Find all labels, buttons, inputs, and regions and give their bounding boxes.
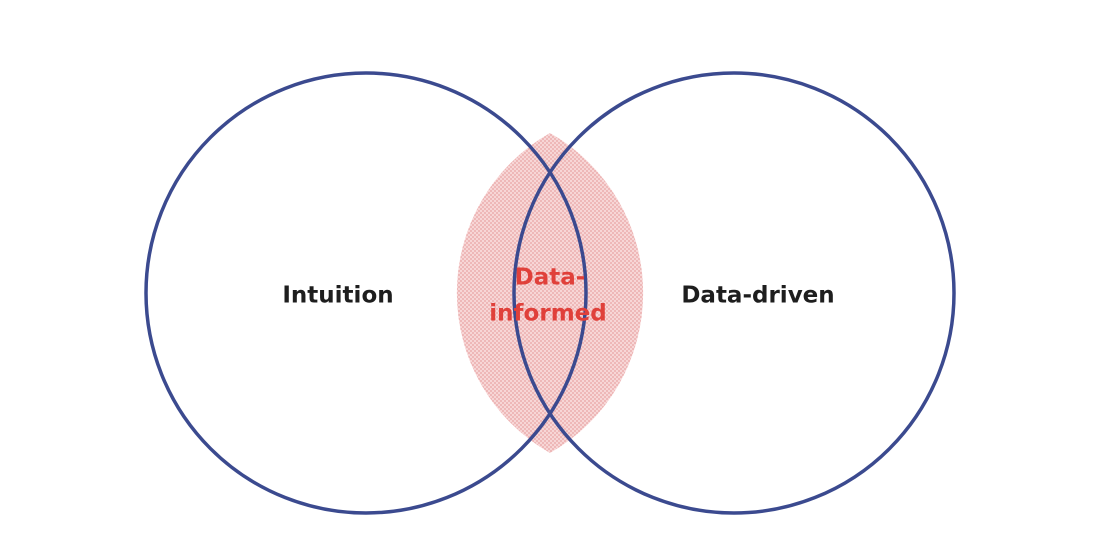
data-driven-label: Data-driven bbox=[681, 283, 834, 309]
data-informed-label-line2: informed bbox=[489, 301, 606, 327]
intuition-circle bbox=[144, 71, 588, 515]
intersection-region bbox=[456, 133, 644, 453]
data-informed-label-line1: Data- bbox=[515, 265, 586, 291]
data-driven-circle bbox=[512, 71, 956, 515]
intuition-label: Intuition bbox=[282, 283, 393, 309]
